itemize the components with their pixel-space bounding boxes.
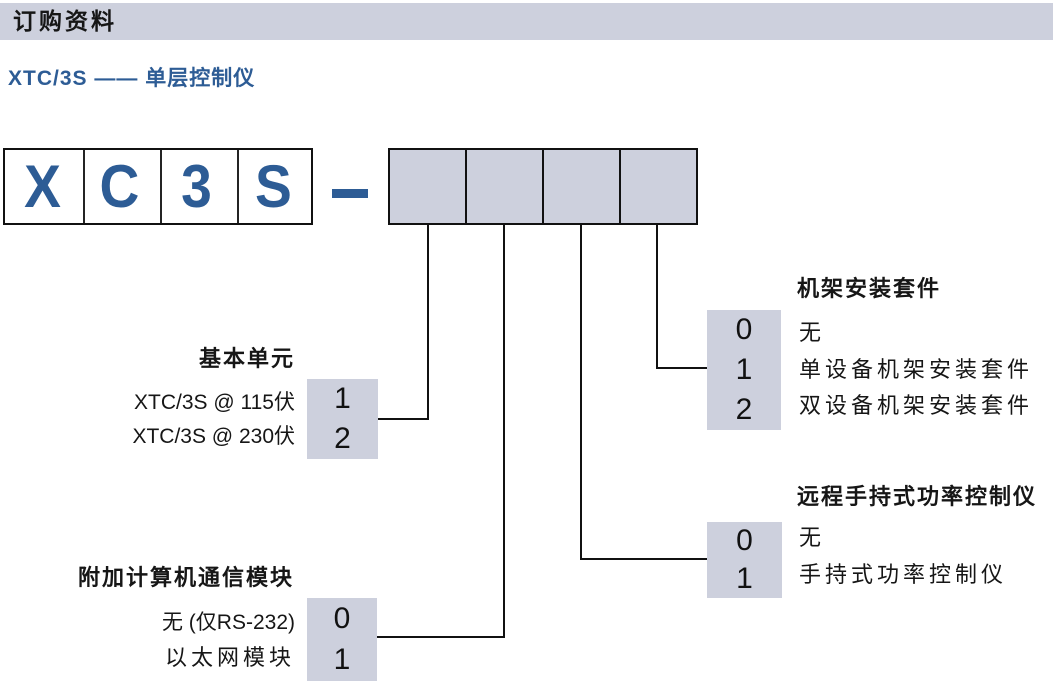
model-letter-cell: X	[24, 153, 61, 220]
option-label-rack-dual: 双设备机架安装套件	[799, 393, 1034, 418]
code-box-basic-unit: 1 2	[307, 379, 378, 459]
code-box-comm-module: 0 1	[307, 598, 377, 681]
section-title-basic-unit: 基本单元	[198, 346, 295, 371]
connector-line-rack-mount-horizontal	[656, 367, 709, 369]
option-label-rack-none: 无	[799, 320, 826, 345]
connector-line-handheld-vertical	[580, 224, 582, 560]
option-slot-cell	[390, 150, 465, 223]
section-title-comm-module: 附加计算机通信模块	[78, 565, 295, 590]
code-value: 0	[736, 524, 753, 557]
connector-line-comm-module-horizontal	[377, 636, 505, 638]
code-value: 1	[333, 643, 351, 677]
code-value: 0	[333, 601, 351, 635]
code-value: 1	[736, 562, 753, 595]
section-title-rack-mount: 机架安装套件	[797, 276, 942, 301]
option-slot-cell	[619, 150, 696, 223]
code-box-handheld: 0 1	[707, 522, 782, 598]
option-label-basic-230v: XTC/3S @ 230伏	[132, 425, 295, 448]
option-label-rs232: 无 (仅RS-232)	[161, 611, 295, 634]
separator-dash	[332, 189, 368, 198]
option-label-ethernet: 以太网模块	[164, 645, 295, 670]
connector-line-comm-module-vertical	[503, 224, 505, 638]
code-box-rack-mount: 0 1 2	[707, 310, 781, 430]
page-title: 订购资料	[13, 9, 117, 34]
option-label-basic-115v: XTC/3S @ 115伏	[134, 391, 295, 414]
option-slot-boxes	[388, 148, 698, 225]
code-value: 2	[735, 393, 753, 426]
section-title-handheld: 远程手持式功率控制仪	[797, 484, 1038, 509]
code-value: 2	[334, 422, 351, 455]
option-label-rack-single: 单设备机架安装套件	[799, 357, 1034, 382]
model-code-letter-boxes: X C 3 S	[3, 148, 313, 225]
code-value: 1	[334, 382, 351, 415]
connector-line-basic-unit-horizontal	[378, 418, 429, 420]
option-label-handheld-controller: 手持式功率控制仪	[799, 562, 1008, 587]
section-header-bar: 订购资料	[0, 3, 1053, 40]
model-subtitle: XTC/3S —— 单层控制仪	[8, 67, 256, 90]
connector-line-rack-mount-vertical	[656, 224, 658, 369]
connector-line-handheld-horizontal	[580, 558, 709, 560]
model-letter-cell: C	[83, 150, 154, 223]
option-slot-cell	[542, 150, 619, 223]
option-label-handheld-none: 无	[799, 525, 826, 550]
model-letter-cell: 3	[160, 150, 231, 223]
code-value: 0	[735, 313, 753, 346]
model-letter-cell: S	[237, 150, 308, 223]
option-slot-cell	[465, 150, 542, 223]
connector-line-basic-unit-vertical	[427, 224, 429, 420]
code-value: 1	[735, 353, 753, 386]
